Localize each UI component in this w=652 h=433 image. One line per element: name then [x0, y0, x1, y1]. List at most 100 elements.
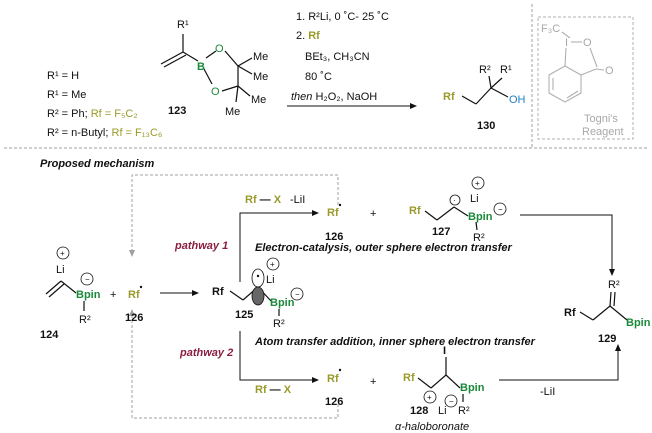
svg-text:−: −	[449, 397, 454, 406]
compound-number-126-bottom: 126	[325, 396, 343, 408]
compound-number-126-center: 126	[125, 312, 143, 324]
plus-sign-1: +	[110, 289, 116, 301]
product-129-r2: R²	[608, 279, 620, 291]
togni-iodine: I	[565, 37, 568, 49]
product-r2: R²	[479, 64, 491, 76]
radical-dot-bottom	[338, 368, 342, 372]
togni-f3c: F₃C	[541, 23, 560, 35]
compound-number-123: 123	[168, 105, 186, 117]
methyl-3: Me	[251, 94, 266, 106]
togni-reagent-structure: F₃C I O O	[541, 23, 614, 103]
minus-lii-bottom: -LiI	[540, 386, 555, 398]
intermediate-128-rf: Rf	[403, 372, 415, 384]
pathway-1-branch	[239, 210, 319, 282]
radical-126-rf: Rf	[128, 289, 140, 301]
intermediate-128-iodine: I	[443, 345, 446, 357]
compound-124-structure: + − Li Bpin R²	[45, 246, 101, 326]
methyl-2: Me	[253, 71, 268, 83]
mechanism-heading: Proposed mechanism	[40, 158, 155, 170]
intermediate-128-r2: R²	[458, 405, 470, 417]
intermediate-128-li: Li	[438, 405, 447, 417]
radical-126-top-rf: Rf	[327, 207, 339, 219]
togni-label-line1: Togni's	[584, 113, 618, 125]
condition-reagents: BEt₃, CH₃CN	[305, 51, 370, 63]
arrow-128-to-129	[499, 344, 621, 381]
condition-temperature: 80 ˚C	[305, 71, 332, 83]
arrow-127-to-129	[520, 214, 615, 276]
plus-sign-3: +	[370, 376, 376, 388]
svg-text:·: ·	[453, 196, 456, 205]
compound-124-li: Li	[56, 264, 65, 276]
svg-text:−: −	[295, 290, 300, 299]
intermediate-127-rf: Rf	[409, 205, 421, 217]
intermediate-127-r2: R²	[473, 232, 485, 244]
compound-number-126-top: 126	[325, 231, 343, 243]
intermediate-125-r2: R²	[273, 318, 285, 330]
product-hydroxyl: OH	[509, 94, 526, 106]
condition-step-1: 1. R²Li, 0 ˚C- 25 ˚C	[296, 11, 389, 23]
product-129-structure: R² Rf Bpin	[564, 279, 651, 329]
oxygen-atom-top: O	[215, 43, 224, 55]
radical-feedback-loop-bottom	[129, 309, 339, 419]
compound-number-125: 125	[235, 309, 253, 321]
radical-126-bottom-rf: Rf	[327, 373, 339, 385]
product-r1: R¹	[500, 64, 512, 76]
intermediate-125-li: Li	[266, 274, 275, 286]
substrate-123-structure: R¹ B O O Me Me Me Me	[160, 19, 268, 118]
rfx-reagent-bottom: Rf — X	[255, 384, 292, 396]
oxygen-atom-bottom: O	[211, 86, 220, 98]
plus-sign-2: +	[370, 208, 376, 220]
product-129-bpin: Bpin	[626, 317, 651, 329]
intermediate-128-structure: + − I Rf Bpin Li R²	[403, 345, 485, 417]
minus-lii-top: -LiI	[290, 194, 305, 206]
intermediate-128-bpin: Bpin	[460, 382, 485, 394]
compound-number-130: 130	[477, 120, 495, 132]
compound-number-128: 128	[410, 405, 428, 417]
electron-catalysis-label: Electron-catalysis, outer sphere electro…	[255, 242, 512, 254]
intermediate-125-bpin: Bpin	[270, 297, 295, 309]
alpha-haloboronate-label: α-haloboronate	[395, 421, 469, 433]
togni-reagent-box	[537, 16, 634, 140]
compound-number-129: 129	[598, 333, 616, 345]
togni-oxygen-ring: O	[583, 37, 592, 49]
intermediate-127-structure: · + − Rf Li Bpin R²	[409, 176, 507, 244]
svg-text:−: −	[85, 275, 90, 284]
r2-phenyl-definition: R² = Ph; Rf = F₅C₂	[47, 108, 138, 120]
boron-atom: B	[197, 61, 205, 73]
intermediate-127-li: Li	[470, 193, 479, 205]
togni-oxygen-carbonyl: O	[605, 65, 614, 77]
compound-124-r2: R²	[79, 314, 91, 326]
compound-number-124: 124	[40, 329, 59, 341]
condition-step-2: 2. Rf	[296, 30, 320, 42]
methyl-1: Me	[253, 51, 268, 63]
product-rf: Rf	[443, 91, 455, 103]
product-129-rf: Rf	[564, 307, 576, 319]
methyl-4: Me	[225, 106, 240, 118]
product-130-structure: Rf R² R¹ OH	[443, 64, 526, 106]
intermediate-125-structure: + − Rf Li Bpin R²	[212, 257, 304, 330]
svg-text:+: +	[475, 179, 480, 188]
pathway-2-branch	[239, 331, 319, 383]
r2-butyl-definition: R² = n-Butyl; Rf = F₁₃C₆	[47, 127, 162, 139]
intermediate-125-rf: Rf	[212, 286, 224, 298]
radical-feedback-loop-top	[129, 174, 339, 257]
togni-label-line2: Reagent	[582, 126, 624, 138]
radical-orbital	[251, 286, 265, 306]
condition-workup: then H₂O₂, NaOH	[291, 91, 377, 103]
radical-dot-top	[338, 203, 342, 207]
svg-text:+: +	[60, 249, 65, 258]
atom-transfer-label: Atom transfer addition, inner sphere ele…	[254, 336, 536, 348]
svg-text:+: +	[270, 260, 275, 269]
r1-h-definition: R¹ = H	[47, 70, 79, 82]
r1-me-definition: R¹ = Me	[47, 89, 86, 101]
pathway-2-label: pathway 2	[179, 347, 233, 359]
substrate-r1: R¹	[177, 19, 189, 31]
rfx-reagent-top: Rf — X	[245, 194, 282, 206]
pathway-1-label: pathway 1	[174, 240, 228, 252]
radical-dot	[139, 285, 143, 289]
svg-text:−: −	[498, 205, 503, 214]
svg-text:+: +	[427, 393, 432, 402]
compound-124-bpin: Bpin	[76, 289, 101, 301]
